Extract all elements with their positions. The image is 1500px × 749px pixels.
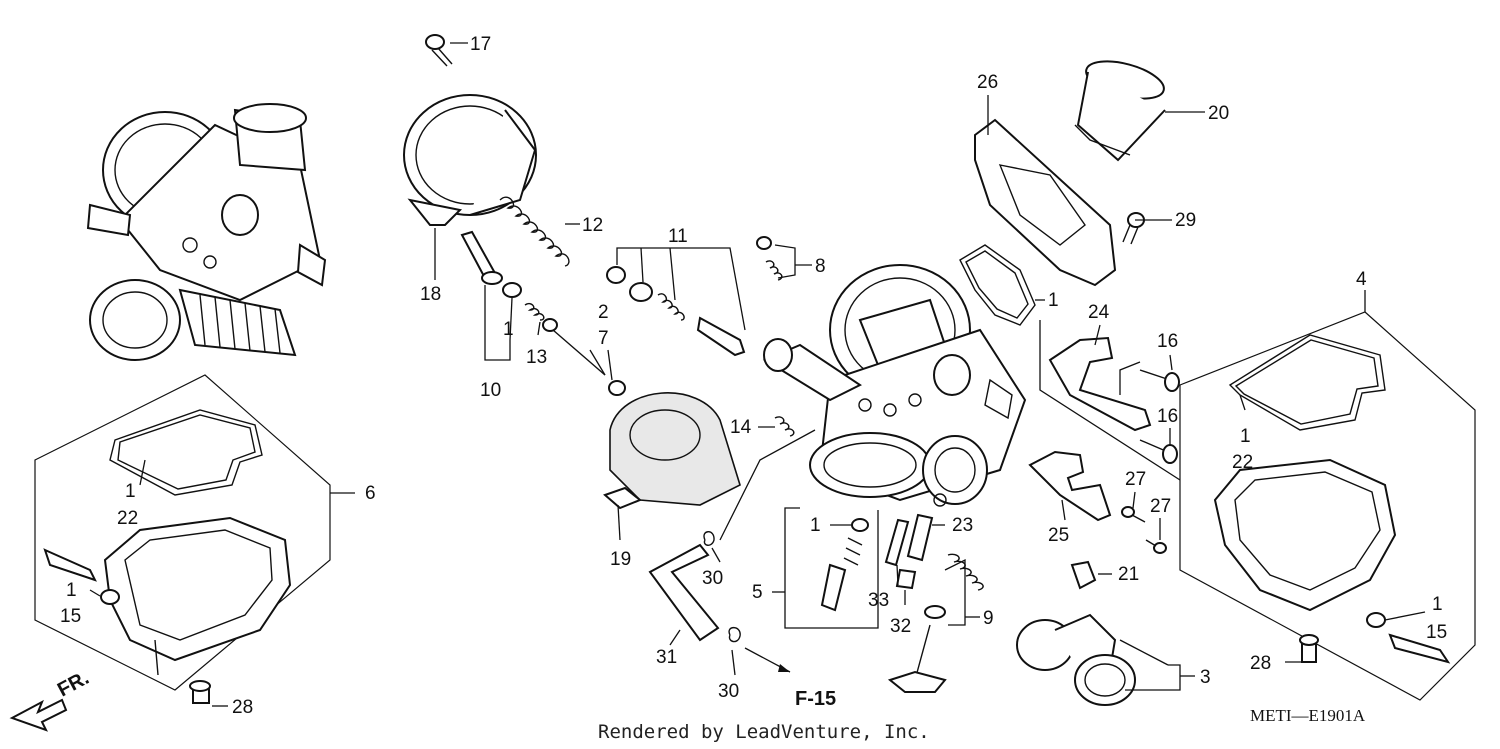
callout-31: 31 xyxy=(656,647,677,668)
jet-set-5 xyxy=(820,518,869,612)
pilot-screw-set-9 xyxy=(887,553,984,693)
callout-10: 10 xyxy=(480,380,501,401)
hose-31 xyxy=(648,543,720,642)
plate-26 xyxy=(974,118,1117,287)
bolt-28-right xyxy=(1299,634,1319,646)
callout-30: 30 xyxy=(718,681,739,702)
jet-needle-holder xyxy=(460,230,522,298)
section-reference-label: F-15 xyxy=(795,688,836,710)
callout-1: 1 xyxy=(1048,290,1059,311)
clips-30 xyxy=(703,531,741,643)
callout-2: 2 xyxy=(598,302,609,323)
o-ring-gasket-1-upper xyxy=(959,244,1036,326)
callout-32: 32 xyxy=(890,616,911,637)
front-indicator-label: FR. xyxy=(54,667,93,702)
callout-4: 4 xyxy=(1356,269,1367,290)
callout-28: 28 xyxy=(1250,653,1271,674)
choke-assembly-3 xyxy=(1016,613,1169,706)
callout-22: 22 xyxy=(117,508,138,529)
callout-16: 16 xyxy=(1157,406,1178,427)
float-chamber-assembly-right xyxy=(1179,311,1476,701)
bolt-28-left xyxy=(189,680,211,692)
screws-16 xyxy=(1139,369,1180,464)
callout-18: 18 xyxy=(420,284,441,305)
callout-1: 1 xyxy=(810,515,821,536)
screw-17 xyxy=(425,34,453,67)
callout-30: 30 xyxy=(702,568,723,589)
bracket-25 xyxy=(1028,450,1112,522)
callout-17: 17 xyxy=(470,34,491,55)
leader-lines xyxy=(89,42,1426,707)
air-cutoff-valve-set xyxy=(606,266,746,396)
carburetor-body xyxy=(762,264,1027,507)
callout-11: 11 xyxy=(668,226,688,247)
callout-1: 1 xyxy=(1240,426,1251,447)
callout-29: 29 xyxy=(1175,210,1196,231)
callout-7: 7 xyxy=(598,328,609,349)
callout-21: 21 xyxy=(1118,564,1139,585)
callout-6: 6 xyxy=(365,483,376,504)
front-direction-indicator: FR. xyxy=(9,667,93,732)
callout-25: 25 xyxy=(1048,525,1069,546)
spring-12 xyxy=(499,196,570,267)
air-funnel-20 xyxy=(1074,60,1166,162)
carburetor-top-cover xyxy=(403,94,537,226)
assembled-carburetor xyxy=(86,103,327,361)
callout-1: 1 xyxy=(66,580,77,601)
callout-19: 19 xyxy=(610,549,631,570)
screws-8 xyxy=(756,236,783,281)
callout-1: 1 xyxy=(125,481,136,502)
front-arrow-icon xyxy=(9,698,68,732)
callout-1: 1 xyxy=(503,319,514,340)
callout-8: 8 xyxy=(815,256,826,277)
callout-27: 27 xyxy=(1125,469,1146,490)
part-21 xyxy=(1070,560,1097,590)
callout-5: 5 xyxy=(752,582,763,603)
screws-27 xyxy=(1121,506,1167,554)
vacuum-piston-diaphragm xyxy=(603,392,741,510)
callout-15: 15 xyxy=(60,606,81,627)
diagram-code: METI—E1901A xyxy=(1250,706,1366,725)
jets-23-33-32 xyxy=(884,513,934,590)
callout-9: 9 xyxy=(983,608,994,629)
float-chamber-assembly-left xyxy=(34,374,331,704)
callout-22: 22 xyxy=(1232,452,1253,473)
callout-33: 33 xyxy=(868,590,889,611)
callout-23: 23 xyxy=(952,515,973,536)
callout-20: 20 xyxy=(1208,103,1229,124)
spring-14 xyxy=(774,416,795,437)
credit-text: Rendered by LeadVenture, Inc. xyxy=(598,721,930,743)
callout-13: 13 xyxy=(526,347,547,368)
callout-3: 3 xyxy=(1200,667,1211,688)
callout-28: 28 xyxy=(232,697,253,718)
callout-16: 16 xyxy=(1157,331,1178,352)
callout-15: 15 xyxy=(1426,622,1447,643)
callout-24: 24 xyxy=(1088,302,1110,323)
callout-27: 27 xyxy=(1150,496,1171,517)
spring-13 xyxy=(524,302,606,376)
callout-14: 14 xyxy=(730,417,752,438)
callout-26: 26 xyxy=(977,72,998,93)
callout-12: 12 xyxy=(582,215,603,236)
callout-1: 1 xyxy=(1432,594,1443,615)
bracket-24 xyxy=(1048,336,1152,432)
screw-29 xyxy=(1122,212,1145,245)
callout-labels: 17 20 26 12 11 18 1 10 13 2 7 8 29 1 24 … xyxy=(60,34,1447,718)
